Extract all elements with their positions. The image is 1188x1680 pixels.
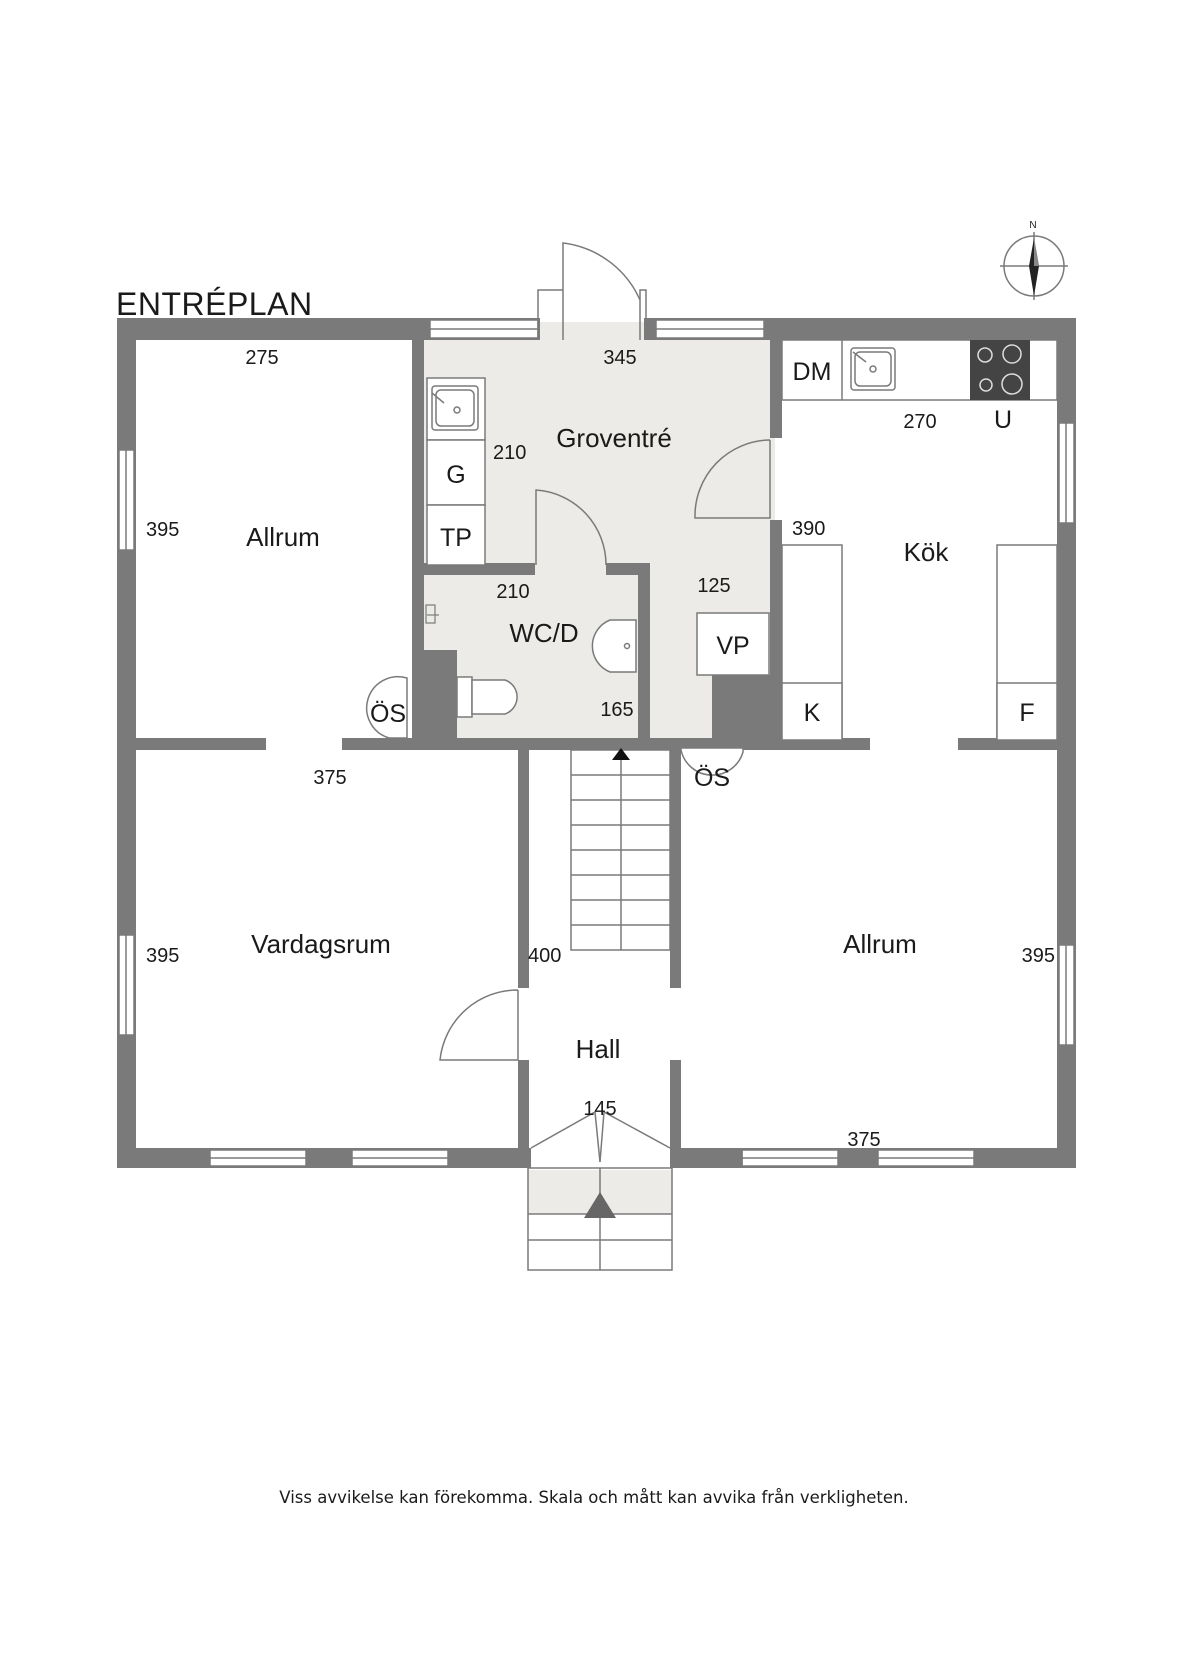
windows	[118, 319, 1075, 1167]
room-hall: Hall	[576, 1034, 621, 1064]
plan-title: ENTRÉPLAN	[116, 286, 313, 322]
fixture-vp-label: VP	[716, 632, 749, 660]
room-wcd: WC/D	[509, 618, 578, 648]
fixture-f-label: F	[1019, 699, 1034, 727]
fixture-tp-label: TP	[440, 524, 472, 552]
compass-icon	[1000, 232, 1068, 300]
washbasin-icon	[591, 619, 637, 673]
dim-vardagsrum-width: 375	[313, 767, 346, 789]
compass-north-label: N	[1029, 220, 1036, 231]
dim-wcd-width: 210	[496, 581, 529, 603]
toilet-icon	[456, 676, 518, 718]
fixture-os-right-label: ÖS	[694, 764, 730, 792]
fixture-os-left-label: ÖS	[370, 700, 406, 728]
dim-hall-height: 400	[528, 945, 561, 967]
dim-allrum-left-height: 395	[146, 519, 179, 541]
room-groventre: Groventré	[556, 423, 672, 453]
stove-icon	[970, 340, 1030, 400]
fixture-k-label: K	[804, 699, 821, 727]
dim-groventre-corridor: 125	[697, 575, 730, 597]
room-allrum-right: Allrum	[843, 929, 917, 959]
sink-icon	[431, 351, 877, 431]
dim-allrum-right-height: 395	[1022, 945, 1055, 967]
doors	[439, 242, 771, 1163]
stair-direction-arrow	[612, 748, 630, 760]
room-kok: Kök	[904, 537, 950, 567]
room-allrum-left: Allrum	[246, 522, 320, 552]
disclaimer-text: Viss avvikelse kan förekomma. Skala och …	[279, 1488, 909, 1507]
room-vardagsrum: Vardagsrum	[251, 929, 391, 959]
fixture-u-label: U	[994, 406, 1012, 434]
entry-arrow	[584, 1192, 616, 1218]
tap-icon	[425, 604, 439, 624]
dim-vardagsrum-height: 395	[146, 945, 179, 967]
dim-allrum-left-width: 275	[245, 347, 278, 369]
interior-stairs	[570, 749, 671, 951]
fixture-dm-label: DM	[793, 358, 832, 386]
dim-wcd-height: 165	[600, 699, 633, 721]
dim-hall-width: 145	[583, 1098, 616, 1120]
fixture-g-label: G	[446, 461, 465, 489]
dim-kok-height: 390	[792, 518, 825, 540]
dim-allrum-right-width: 375	[847, 1129, 880, 1151]
dim-groventre-width: 345	[603, 347, 636, 369]
dim-kok-width: 270	[903, 411, 936, 433]
dim-groventre-side: 210	[493, 442, 526, 464]
chimney-icon	[365, 675, 744, 776]
